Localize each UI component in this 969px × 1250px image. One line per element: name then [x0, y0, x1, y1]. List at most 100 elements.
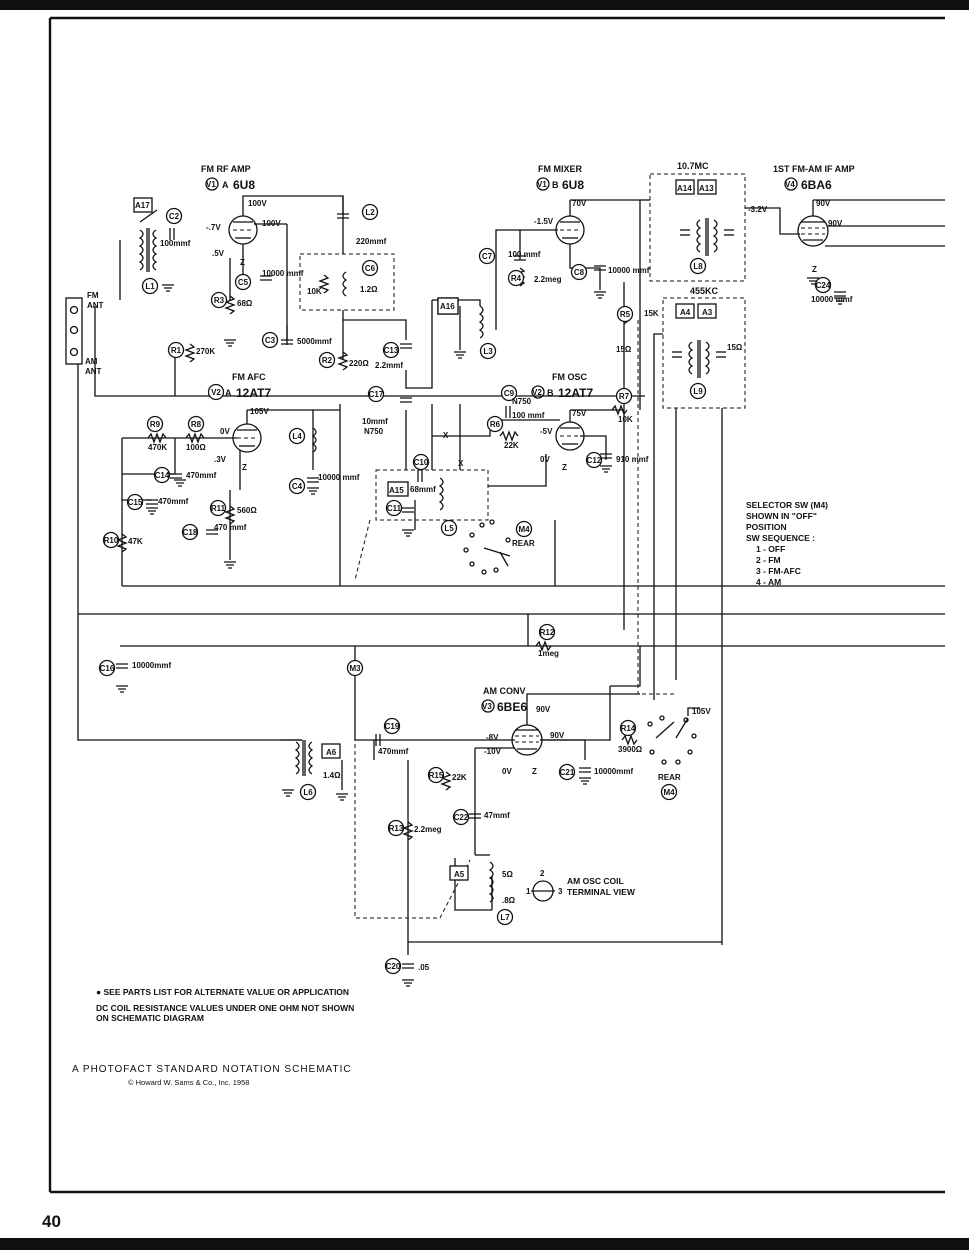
- svg-text:90V: 90V: [816, 199, 831, 208]
- component-ref-label: R8: [191, 420, 202, 429]
- copyright-line: © Howard W. Sams & Co., Inc. 1958: [128, 1078, 250, 1087]
- svg-text:A16: A16: [440, 302, 455, 311]
- tube-v2b: [555, 410, 585, 451]
- tube-v2a: [232, 410, 262, 453]
- component-ref-label: M4: [518, 525, 530, 534]
- svg-text:12AT7: 12AT7: [236, 386, 271, 400]
- selector-line: 4 - AM: [756, 577, 782, 587]
- component-ref-label: C9: [504, 389, 515, 398]
- component-ref-r8: R8: [187, 415, 205, 433]
- boxed-refs: A17 A16 A14 A13 A4 A3 A15 A6 A5: [133, 179, 717, 881]
- svg-text:6BA6: 6BA6: [801, 178, 832, 192]
- component-ref-label: C16: [100, 664, 115, 673]
- component-ref-l3: L3: [479, 342, 497, 360]
- component-ref-label: M3: [349, 664, 361, 673]
- stage-title-v3: AM CONV V3 6BE6: [481, 686, 527, 714]
- if-freq-10-7mc: 10.7MC: [677, 161, 709, 171]
- component-ref-label: V2: [211, 388, 221, 397]
- svg-text:5000mmf: 5000mmf: [297, 337, 332, 346]
- component-ref-c11: C11: [385, 499, 403, 517]
- component-ref-c7: C7: [478, 247, 496, 265]
- svg-text:75V: 75V: [572, 409, 587, 418]
- am-osc-coil-terminal-view: 2 1 3: [526, 869, 563, 902]
- component-ref-r10: R10: [102, 531, 120, 549]
- svg-text:1: 1: [526, 887, 531, 896]
- svg-text:270K: 270K: [196, 347, 215, 356]
- component-ref-label: C12: [587, 456, 602, 465]
- l2-can: [299, 253, 395, 311]
- component-ref-c13: C13: [382, 341, 400, 359]
- component-ref-c15: C15: [126, 493, 144, 511]
- svg-text:AM: AM: [85, 357, 98, 366]
- svg-text:-10V: -10V: [484, 747, 502, 756]
- svg-text:2.2meg: 2.2meg: [414, 825, 442, 834]
- svg-text:FM MIXER: FM MIXER: [538, 164, 582, 174]
- component-ref-label: C2: [169, 212, 180, 221]
- svg-text:6U8: 6U8: [233, 178, 255, 192]
- component-ref-m4: M4: [515, 520, 533, 538]
- component-ref-r14: R14: [619, 719, 637, 737]
- if-can-455kc: [662, 297, 746, 409]
- svg-text:B: B: [547, 388, 554, 398]
- svg-text:70V: 70V: [572, 199, 587, 208]
- component-ref-l5: L5: [440, 519, 458, 537]
- svg-text:68mmf: 68mmf: [410, 485, 436, 494]
- component-ref-r5: R5: [616, 305, 634, 323]
- component-ref-l4: L4: [288, 427, 306, 445]
- svg-text:-5V: -5V: [540, 427, 553, 436]
- svg-text:220mmf: 220mmf: [356, 237, 387, 246]
- svg-text:A4: A4: [680, 308, 691, 317]
- svg-text:10000mmf: 10000mmf: [132, 661, 171, 670]
- svg-text:12AT7: 12AT7: [558, 386, 593, 400]
- svg-text:V3: V3: [482, 702, 492, 711]
- selector-line: SW SEQUENCE :: [746, 533, 815, 543]
- component-ref-label: C6: [365, 264, 376, 273]
- misc-labels: REAR REAR Z Z Z Z Z X X: [240, 258, 817, 782]
- svg-text:10000 mmf: 10000 mmf: [318, 473, 360, 482]
- coil-l1: [138, 209, 158, 272]
- component-ref-c14: C14: [153, 466, 171, 484]
- component-ref-l9: L9: [689, 382, 707, 400]
- selector-line: 3 - FM-AFC: [756, 566, 801, 576]
- svg-text:220Ω: 220Ω: [349, 359, 369, 368]
- component-ref-label: C8: [574, 268, 585, 277]
- svg-text:V1: V1: [537, 180, 547, 189]
- voltage-labels: 100V 100V -.7V .5V 70V -1.5V -3.2V 90V 9…: [206, 199, 843, 776]
- component-ref-label: R14: [621, 724, 636, 733]
- svg-text:2.2mmf: 2.2mmf: [375, 361, 403, 370]
- svg-text:A15: A15: [389, 486, 404, 495]
- capacitors: [116, 213, 846, 969]
- svg-text:1.2Ω: 1.2Ω: [360, 285, 378, 294]
- svg-text:10000 mmf: 10000 mmf: [811, 295, 853, 304]
- component-ref-label: R7: [619, 392, 630, 401]
- coil-l5: [438, 477, 444, 511]
- component-ref-c10: C10: [412, 453, 430, 471]
- photofact-notation-label: A PHOTOFACT STANDARD NOTATION SCHEMATIC: [72, 1064, 352, 1075]
- if-coils-10-7mc: [680, 218, 734, 256]
- component-ref-v2: V2: [207, 383, 225, 401]
- component-ref-r11: R11: [209, 499, 227, 517]
- component-ref-label: L2: [365, 208, 375, 217]
- svg-text:100Ω: 100Ω: [186, 443, 206, 452]
- component-ref-label: C3: [265, 336, 276, 345]
- component-ref-label: R4: [511, 274, 522, 283]
- svg-text:100 mmf: 100 mmf: [512, 411, 545, 420]
- component-ref-r6: R6: [486, 415, 504, 433]
- bottom-border-bar: [0, 1238, 969, 1250]
- svg-text:.8Ω: .8Ω: [502, 896, 516, 905]
- selector-line: SHOWN IN "OFF": [746, 511, 817, 521]
- component-ref-r12: R12: [538, 623, 556, 641]
- selector-switch-note: SELECTOR SW (M4) SHOWN IN "OFF" POSITION…: [746, 500, 828, 588]
- svg-text:A3: A3: [702, 308, 713, 317]
- svg-text:A13: A13: [699, 184, 714, 193]
- svg-text:15K: 15K: [644, 309, 659, 318]
- svg-text:Z: Z: [562, 463, 567, 472]
- component-ref-label: L8: [693, 262, 703, 271]
- component-ref-label: R13: [389, 824, 404, 833]
- svg-text:560Ω: 560Ω: [237, 506, 257, 515]
- stage-title-v1b: FM MIXER V1 B 6U8: [536, 164, 584, 192]
- selector-line: 1 - OFF: [756, 544, 786, 554]
- svg-text:FM AFC: FM AFC: [232, 372, 266, 382]
- coil-l4: [311, 427, 317, 453]
